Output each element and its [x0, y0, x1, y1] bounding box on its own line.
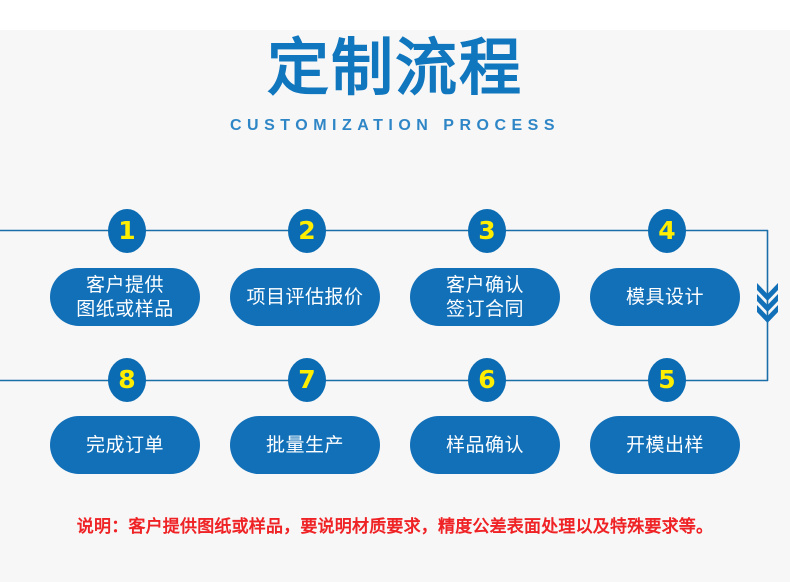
step-badge-2[interactable]: 2	[288, 209, 326, 253]
step-box-8[interactable]: 完成订单	[50, 416, 200, 474]
step-badge-3[interactable]: 3	[468, 209, 506, 253]
footer-note: 说明：客户提供图纸或样品，要说明材质要求，精度公差表面处理以及特殊要求等。	[76, 517, 714, 537]
step-box-1[interactable]: 客户提供 图纸或样品	[50, 268, 200, 326]
step-badge-5[interactable]: 5	[648, 358, 686, 402]
step-badge-7[interactable]: 7	[288, 358, 326, 402]
step-box-2[interactable]: 项目评估报价	[230, 268, 380, 326]
step-box-5[interactable]: 开模出样	[590, 416, 740, 474]
step-box-6[interactable]: 样品确认	[410, 416, 560, 474]
step-box-7[interactable]: 批量生产	[230, 416, 380, 474]
step-badge-8[interactable]: 8	[108, 358, 146, 402]
step-badge-6[interactable]: 6	[468, 358, 506, 402]
step-box-3[interactable]: 客户确认 签订合同	[410, 268, 560, 326]
page-subtitle: CUSTOMIZATION PROCESS	[229, 117, 561, 134]
page-title: 定制流程	[266, 31, 523, 104]
step-badge-4[interactable]: 4	[648, 209, 686, 253]
step-badge-1[interactable]: 1	[108, 209, 146, 253]
step-box-4[interactable]: 模具设计	[590, 268, 740, 326]
page-header: 定制流程 CUSTOMIZATION PROCESS	[0, 30, 790, 136]
double-chevron-down-icon	[757, 283, 778, 323]
